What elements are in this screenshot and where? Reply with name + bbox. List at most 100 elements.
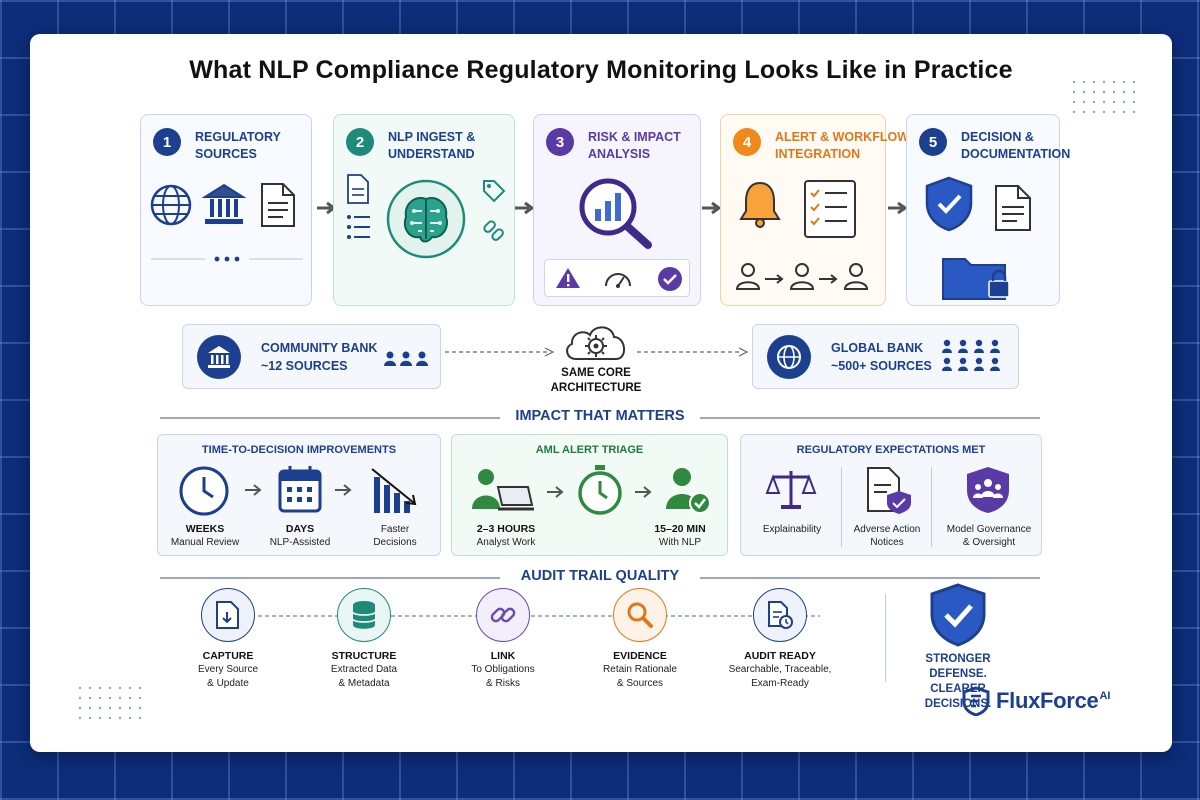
people-grid-icon (942, 339, 1000, 371)
step-number: 3 (546, 128, 574, 156)
panel-heading: Time-to-Decision Improvements (201, 444, 397, 456)
reg-item-explainability: Explainability (762, 524, 822, 535)
divider (885, 594, 887, 682)
dashed-connector (445, 347, 555, 357)
check-circle-icon (658, 267, 682, 291)
audit-step-structure: STRUCTURE Extracted Data & Metadata (309, 588, 419, 690)
document-icon (995, 185, 1031, 231)
checklist-icon (804, 180, 856, 238)
global-bank-label: GLOBAL BANK ~500+ SOURCES (831, 341, 932, 373)
community-bank-panel: COMMUNITY BANK ~12 SOURCES (182, 324, 441, 389)
arrow-right-icon (547, 486, 564, 498)
document-icon (261, 183, 295, 227)
audit-step-audit-ready: AUDIT READY Searchable, Traceable, Exam-… (725, 588, 835, 690)
step-nlp-ingest: 2 NLP Ingest & Understand (333, 114, 515, 306)
magnifier-chart-icon (579, 178, 652, 249)
bank-icon (208, 346, 230, 368)
global-bank-panel: GLOBAL BANK ~500+ SOURCES (752, 324, 1019, 389)
step-alert-workflow: 4 Alert & Workflow Integration (720, 114, 909, 306)
reg-item-model-governance: Model Governance& Oversight (946, 524, 1032, 548)
laptop-user-icon (472, 469, 534, 511)
shield-doc-icon (867, 467, 911, 514)
step-title: NLP Ingest & Understand (388, 130, 476, 161)
bank-icon (201, 183, 247, 224)
gauge-icon (605, 273, 631, 288)
page-title: What NLP Compliance Regulatory Monitorin… (189, 56, 1013, 84)
declining-chart-icon (371, 468, 417, 513)
folder-lock-icon (942, 258, 1010, 300)
audit-step-evidence: EVIDENCE Retain Rationale & Sources (585, 588, 695, 690)
document-clock-icon (768, 601, 793, 629)
document-download-icon (216, 601, 239, 629)
arrow-right-icon (335, 484, 352, 496)
person-icon (735, 263, 869, 290)
panel-heading: Regulatory Expectations Met (796, 444, 986, 456)
globe-icon (777, 345, 801, 369)
brand-suffix: AI (1099, 690, 1111, 702)
step-number: 4 (733, 128, 761, 156)
arrow-right-icon (702, 201, 722, 215)
more-sources-ellipsis (151, 256, 303, 262)
bell-icon (739, 181, 781, 228)
step-title: Regulatory Sources (195, 130, 281, 161)
risk-indicator-bar (544, 259, 690, 297)
audit-heading: AUDIT TRAIL QUALITY (160, 568, 1040, 584)
database-icon (352, 601, 376, 629)
group-shield-icon (967, 467, 1009, 513)
warning-icon (556, 268, 580, 288)
arrow-right-icon (245, 484, 262, 496)
dashed-connector (637, 347, 749, 357)
shield-check-icon (930, 583, 986, 647)
dot-grid-decoration (1072, 80, 1136, 114)
architecture-label: SAME CORE ARCHITECTURE (550, 367, 642, 394)
panel-heading: AML Alert Triage (535, 444, 644, 456)
step-number: 5 (919, 128, 947, 156)
link-icon (483, 220, 504, 241)
step-title: Alert & Workflow Integration (775, 130, 910, 161)
divider (841, 467, 843, 547)
dot-grid-decoration (78, 686, 142, 720)
audit-step-capture: CAPTURE Every Source & Update (173, 588, 283, 690)
arrow-right-icon (515, 201, 535, 215)
link-icon (490, 607, 516, 623)
step-number: 1 (153, 128, 181, 156)
document-list-icon (347, 174, 370, 239)
step-regulatory-sources: 1 Regulatory Sources (140, 114, 312, 306)
workflow-handoff (735, 263, 869, 290)
audit-step-link: LINK To Obligations & Risks (448, 588, 558, 690)
infographic-card: What NLP Compliance Regulatory Monitorin… (30, 34, 1172, 752)
calendar-icon (278, 466, 322, 513)
scales-icon (765, 471, 817, 509)
step-number: 2 (346, 128, 374, 156)
fluxforce-logo-icon (962, 686, 990, 716)
brand-logo: FluxForce AI (962, 686, 1110, 716)
community-bank-label: COMMUNITY BANK ~12 SOURCES (261, 341, 378, 373)
globe-badge (767, 335, 811, 379)
tag-icon (483, 180, 506, 241)
globe-icon (150, 184, 192, 226)
user-check-icon (666, 468, 711, 514)
regulatory-expectations-panel: Regulatory Expectations Met Explainabili… (740, 434, 1042, 556)
step-title: Risk & Impact Analysis (588, 130, 681, 161)
brain-icon (386, 179, 466, 259)
impact-heading: IMPACT THAT MATTERS (160, 408, 1040, 424)
step-decision-documentation: 5 Decision & Documentation (906, 114, 1071, 306)
cloud-gear-icon (566, 326, 625, 360)
stopwatch-icon (578, 465, 622, 515)
people-group-icon (384, 351, 428, 366)
arrow-right-icon (635, 486, 652, 498)
step-risk-impact: 3 Risk & Impact Analysis (533, 114, 701, 306)
brand-name: FluxForce (996, 688, 1099, 713)
step-title: Decision & Documentation (961, 130, 1071, 161)
time-to-decision-panel: Time-to-Decision Improvements WEEKSManua… (157, 434, 441, 556)
search-icon (627, 602, 653, 628)
shield-check-icon (925, 176, 973, 232)
clock-icon (179, 466, 229, 516)
bank-badge (197, 335, 241, 379)
